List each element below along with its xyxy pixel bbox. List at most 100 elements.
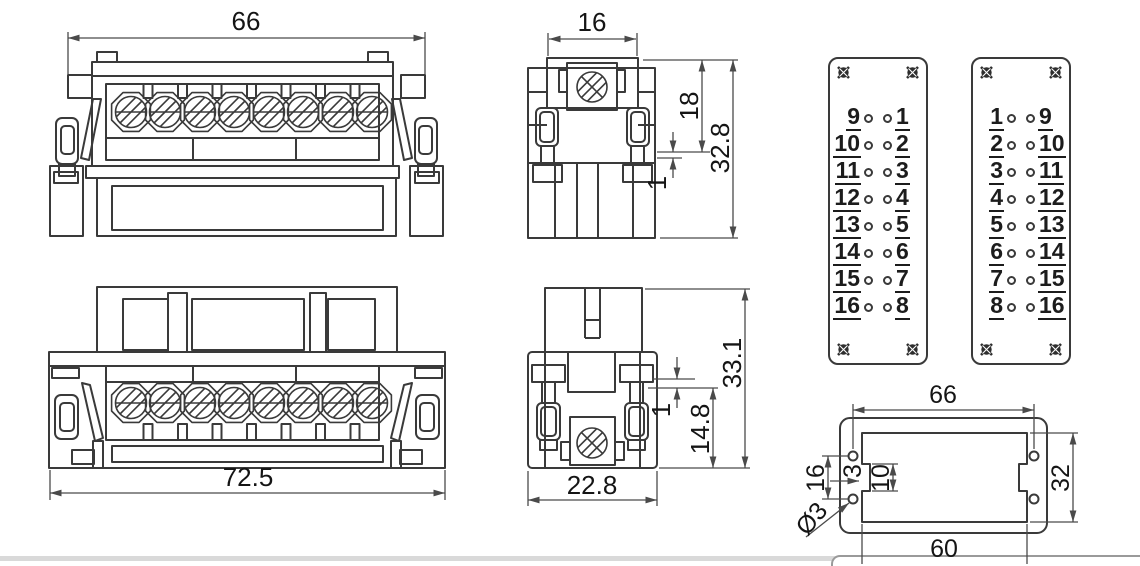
- pin-row: 8 16: [973, 294, 1069, 321]
- pin-number: 6: [895, 238, 910, 266]
- pin-row: 3 11: [973, 159, 1069, 186]
- pin-hole-icon: [1007, 168, 1016, 177]
- pin-number: 8: [989, 292, 1004, 320]
- pin-hole-icon: [883, 249, 892, 258]
- pin-number: 12: [1038, 184, 1066, 212]
- pin-number: 9: [1038, 103, 1053, 131]
- dim-gap-1-top: 1: [642, 176, 672, 190]
- pin-number: 1: [989, 103, 1004, 131]
- pin-hole-icon: [864, 276, 873, 285]
- pin-hole-icon: [883, 195, 892, 204]
- pin-hole-icon: [1026, 249, 1035, 258]
- pin-number: 10: [1038, 130, 1066, 158]
- pin-number: 16: [833, 292, 861, 320]
- pin-hole-icon: [883, 303, 892, 312]
- pin-number: 13: [833, 211, 861, 239]
- pin-hole-icon: [883, 222, 892, 231]
- pin-number: 3: [989, 157, 1004, 185]
- dim-gap-1-bottom: 1: [646, 403, 676, 417]
- pin-hole-icon: [1026, 303, 1035, 312]
- pin-number: 2: [895, 130, 910, 158]
- pin-hole-icon: [864, 303, 873, 312]
- dim-height-33-1: 33.1: [717, 338, 747, 389]
- pin-row: 14 6: [830, 240, 926, 267]
- pin-number: 15: [1038, 265, 1066, 293]
- next-section-top-edge: [831, 555, 1140, 566]
- pin-number: 5: [989, 211, 1004, 239]
- pin-number: 8: [895, 292, 910, 320]
- pin-hole-icon: [883, 141, 892, 150]
- corner-screw-icon: [980, 343, 993, 356]
- pin-hole-icon: [883, 276, 892, 285]
- pin-hole-icon: [1026, 141, 1035, 150]
- pin-hole-icon: [1007, 222, 1016, 231]
- dim-hole-span-66: 66: [929, 381, 957, 409]
- dim-width-22-8: 22.8: [567, 470, 618, 500]
- pin-number: 12: [833, 184, 861, 212]
- pin-row: 16 8: [830, 294, 926, 321]
- pin-number: 1: [895, 103, 910, 131]
- pin-hole-icon: [1007, 249, 1016, 258]
- pin-number: 4: [989, 184, 1004, 212]
- panel-cutout-view: 66 32 60 16 3 10 Ø3: [790, 381, 1078, 564]
- pin-number: 7: [895, 265, 910, 293]
- pin-hole-icon: [864, 141, 873, 150]
- dim-depth-18: 18: [674, 92, 704, 121]
- bottom-divider-strip: [0, 556, 1140, 561]
- pin-number: 9: [846, 103, 861, 131]
- front-view-top: 66: [49, 6, 444, 237]
- pin-hole-icon: [864, 168, 873, 177]
- dim-cutout-height-32: 32: [1047, 464, 1075, 492]
- pin-number: 3: [895, 157, 910, 185]
- corner-screw-icon: [837, 66, 850, 79]
- side-view-top: 16 18 32.8 1: [527, 7, 738, 239]
- pin-hole-icon: [1007, 303, 1016, 312]
- pin-hole-icon: [864, 222, 873, 231]
- pin-row: 2 10: [973, 132, 1069, 159]
- pin-hole-icon: [864, 195, 873, 204]
- pin-row: 15 7: [830, 267, 926, 294]
- pin-row: 4 12: [973, 186, 1069, 213]
- pin-hole-icon: [864, 249, 873, 258]
- pin-hole-icon: [1026, 195, 1035, 204]
- pin-hole-icon: [1007, 114, 1016, 123]
- corner-screw-icon: [837, 343, 850, 356]
- pin-number: 16: [1038, 292, 1066, 320]
- side-view-bottom: 33.1 14.8 1 22.8: [527, 287, 750, 506]
- pin-hole-icon: [1026, 222, 1035, 231]
- corner-screw-icon: [906, 343, 919, 356]
- corner-screw-icon: [1049, 343, 1062, 356]
- dim-hole-diameter: Ø3: [790, 497, 833, 541]
- corner-screw-icon: [906, 66, 919, 79]
- pin-number: 6: [989, 238, 1004, 266]
- dim-width-72-5: 72.5: [223, 462, 274, 492]
- pin-hole-icon: [1026, 168, 1035, 177]
- pin-hole-icon: [1007, 141, 1016, 150]
- corner-screw-icon: [1049, 66, 1062, 79]
- dim-hole-pitch-16: 16: [802, 464, 830, 492]
- dim-width-16: 16: [578, 7, 607, 37]
- pin-number: 2: [989, 130, 1004, 158]
- pin-hole-icon: [1026, 114, 1035, 123]
- pin-number: 10: [833, 130, 861, 158]
- dim-notch-height-10: 10: [867, 464, 895, 492]
- dim-height-32-8: 32.8: [705, 123, 735, 174]
- pin-number: 15: [833, 265, 861, 293]
- dim-cutout-width-60: 60: [930, 535, 958, 563]
- pin-hole-icon: [1026, 276, 1035, 285]
- pin-number: 11: [1038, 157, 1065, 185]
- pin-number: 14: [833, 238, 861, 266]
- dim-width-66: 66: [232, 6, 261, 36]
- pin-hole-icon: [1007, 276, 1016, 285]
